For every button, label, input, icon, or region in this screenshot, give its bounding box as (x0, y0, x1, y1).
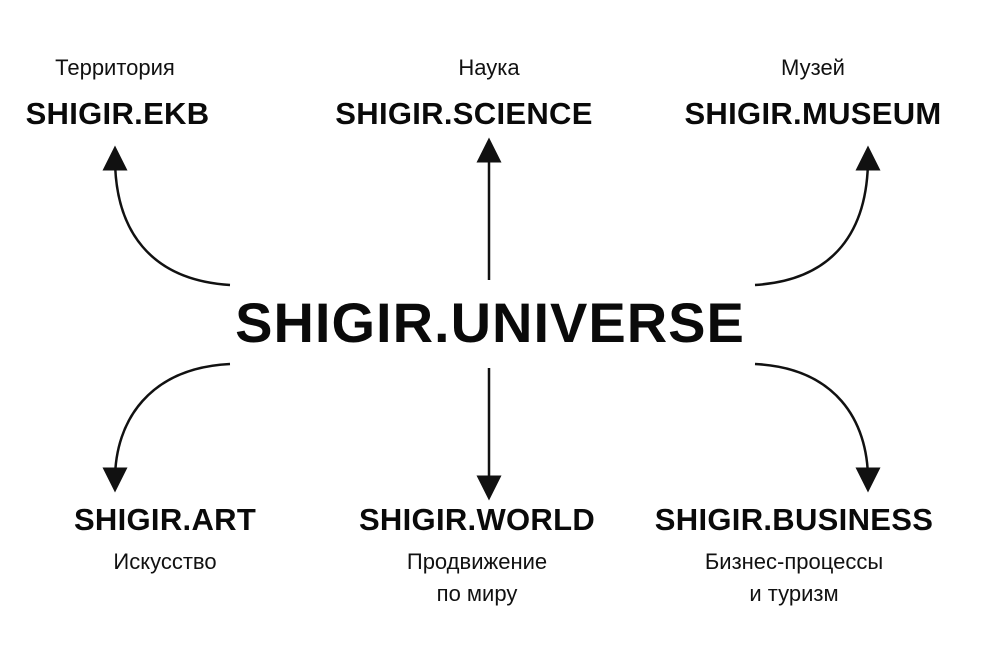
label-world-2: по миру (436, 581, 518, 606)
label-business-2: и туризм (749, 581, 839, 606)
arrow-to-art (102, 362, 231, 493)
center-title: SHIGIR.UNIVERSE (235, 291, 745, 354)
brand-science: SHIGIR.SCIENCE (335, 96, 593, 131)
brand-world: SHIGIR.WORLD (358, 502, 596, 537)
arrow-to-museum (754, 145, 881, 287)
label-museum: Музей (781, 55, 845, 80)
arrow-to-business (754, 362, 881, 493)
arrow-to-ekb (102, 145, 231, 287)
brand-art: SHIGIR.ART (73, 502, 257, 537)
label-business-1: Бизнес-процессы (704, 549, 884, 574)
label-territory: Территория (55, 55, 175, 80)
brand-ekb: SHIGIR.EKB (25, 96, 210, 131)
brand-business: SHIGIR.BUSINESS (654, 502, 934, 537)
label-science: Наука (458, 55, 520, 80)
brand-museum: SHIGIR.MUSEUM (684, 96, 942, 131)
label-art: Искусство (113, 549, 217, 574)
label-world-1: Продвижение (406, 549, 548, 574)
